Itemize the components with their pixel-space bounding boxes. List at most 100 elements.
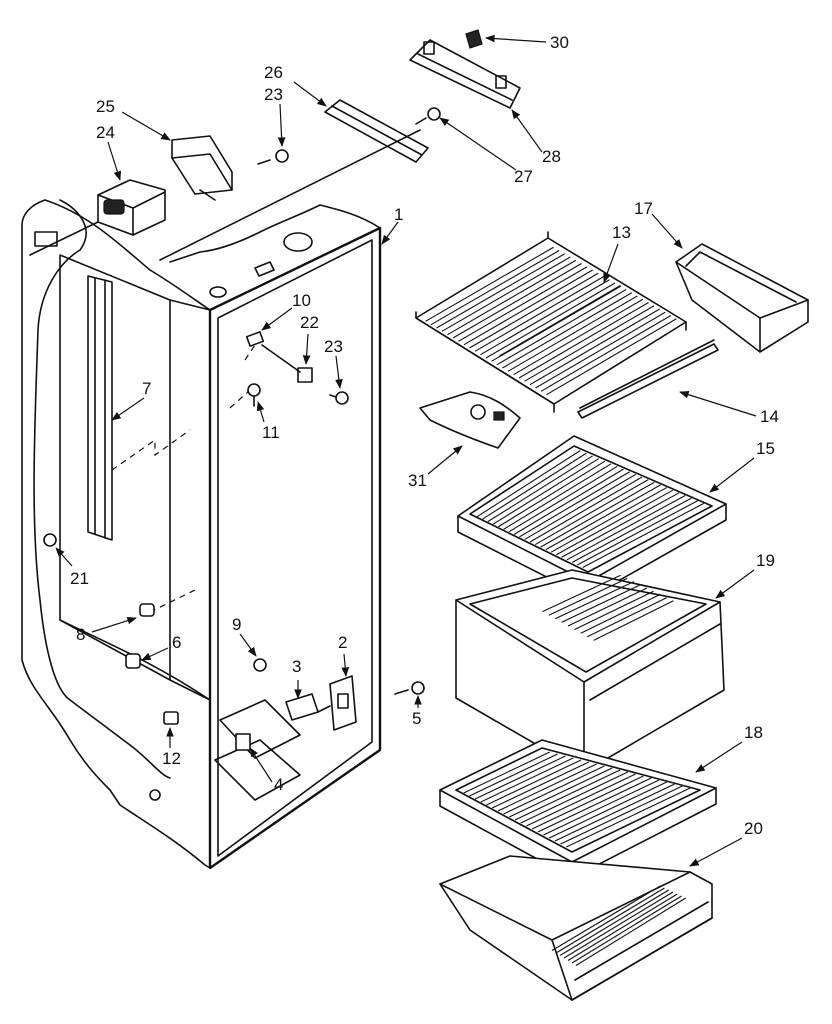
- wire-grid-line: [520, 771, 629, 824]
- callout-12: 12: [162, 749, 181, 768]
- wire-grid-line: [513, 468, 624, 535]
- wire-grid-line: [542, 574, 621, 613]
- wire-grid-line: [540, 315, 672, 392]
- wire-grid-line: [430, 250, 560, 326]
- wire-grid-line: [436, 253, 566, 329]
- callout-15: 15: [756, 439, 775, 458]
- callout-5: 5: [412, 709, 421, 728]
- wire-grid-line: [482, 452, 587, 520]
- part-31: [419, 391, 521, 449]
- wire-grid-line: [559, 889, 670, 956]
- callout-27: 27: [514, 167, 533, 186]
- wire-grid-line: [474, 276, 605, 352]
- wire-grid-line: [509, 767, 613, 818]
- wire-grid-line: [524, 305, 655, 382]
- wire-grid-line: [503, 463, 612, 530]
- callout-7: 7: [142, 379, 151, 398]
- wire-grid-line: [537, 777, 652, 833]
- callout-30: 30: [550, 33, 569, 52]
- wire-grid-line: [582, 502, 705, 568]
- wire-grid-line: [556, 489, 674, 556]
- wire-grid-line: [514, 769, 621, 821]
- wire-grid-line: [555, 887, 665, 954]
- callout-17: 17: [634, 199, 653, 218]
- rail-14: [577, 339, 719, 419]
- callout-23b: 23: [324, 337, 343, 356]
- callout-1: 1: [394, 205, 403, 224]
- wire-grid-line: [550, 487, 667, 553]
- wire-grid-line: [485, 282, 616, 359]
- wire-grid-line: [480, 279, 610, 356]
- wire-grid-line: [498, 460, 606, 528]
- callout-4: 4: [274, 775, 283, 794]
- callout-10: 10: [292, 291, 311, 310]
- wire-grid-line: [543, 779, 660, 836]
- callout-22: 22: [300, 313, 319, 332]
- wire-grid-line: [526, 773, 636, 827]
- callout-25: 25: [96, 97, 115, 116]
- wire-grid-line: [545, 484, 661, 551]
- wire-grid-line: [508, 465, 618, 533]
- wire-grid-line: [551, 885, 661, 951]
- wire-grid-line: [571, 895, 682, 964]
- wire-grid-line: [554, 783, 675, 842]
- callouts: 1 2 3 4 5 6 7 8 9 10 11 12 13: [55, 33, 779, 867]
- wire-grid-line: [518, 302, 649, 379]
- wire-grid-line: [476, 450, 581, 518]
- wire-grid-line: [548, 577, 628, 616]
- wire-grid-line: [566, 787, 691, 848]
- wire-grid-line: [566, 494, 686, 561]
- wire-grid-line: [463, 751, 551, 794]
- callout-23a: 23: [264, 85, 283, 104]
- wire-grid-line: [491, 761, 590, 809]
- callout-3: 3: [292, 657, 301, 676]
- wire-grid-line: [561, 492, 680, 558]
- callout-31: 31: [408, 471, 427, 490]
- wire-grid-line: [496, 289, 627, 366]
- wire-grid-line: [492, 458, 600, 525]
- wire-grid-line: [452, 263, 582, 339]
- wire-grid-line: [593, 600, 674, 641]
- wire-grid-line: [586, 597, 668, 638]
- wire-grid-line: [577, 500, 698, 566]
- wire-grid-line: [546, 318, 677, 396]
- wire-grid-line: [463, 269, 593, 346]
- wire-grid-line: [563, 891, 674, 959]
- wire-grid-line: [548, 781, 668, 839]
- wire-grid-line: [529, 476, 643, 543]
- wire-grid-line: [529, 308, 660, 386]
- wire-grid-line: [575, 897, 687, 966]
- wire-grid-line: [535, 311, 666, 389]
- callout-21: 21: [70, 569, 89, 588]
- wire-grid-line: [487, 455, 593, 523]
- wire-grid-line: [480, 757, 574, 803]
- wire-grid-line: [561, 584, 641, 623]
- wire-grid-line: [469, 272, 599, 349]
- callout-14: 14: [760, 407, 779, 426]
- wire-grid-line: [519, 471, 630, 538]
- wire-grid-line: [458, 266, 588, 342]
- callout-20: 20: [744, 819, 763, 838]
- top-parts: [29, 29, 521, 261]
- callout-13: 13: [612, 223, 631, 242]
- crisper-19: [455, 569, 725, 773]
- wire-grid-line: [502, 292, 633, 369]
- crisper-20: [439, 855, 713, 1001]
- wire-grid-line: [571, 497, 692, 563]
- wire-grid-line: [486, 759, 582, 806]
- bin-17: [675, 243, 809, 353]
- callout-2: 2: [338, 633, 347, 652]
- wire-grid-line: [534, 479, 649, 546]
- wire-grid-line: [513, 298, 644, 376]
- wire-grid-line: [531, 775, 644, 830]
- cabinet-liner: [21, 199, 425, 870]
- wire-grid-line: [560, 785, 683, 845]
- wire-grid-line: [554, 581, 635, 620]
- callout-11: 11: [262, 423, 280, 442]
- wire-grid-line: [507, 295, 638, 372]
- wire-grid-line: [441, 256, 571, 332]
- callout-8: 8: [76, 625, 85, 644]
- callout-18: 18: [744, 723, 763, 742]
- callout-6: 6: [172, 633, 181, 652]
